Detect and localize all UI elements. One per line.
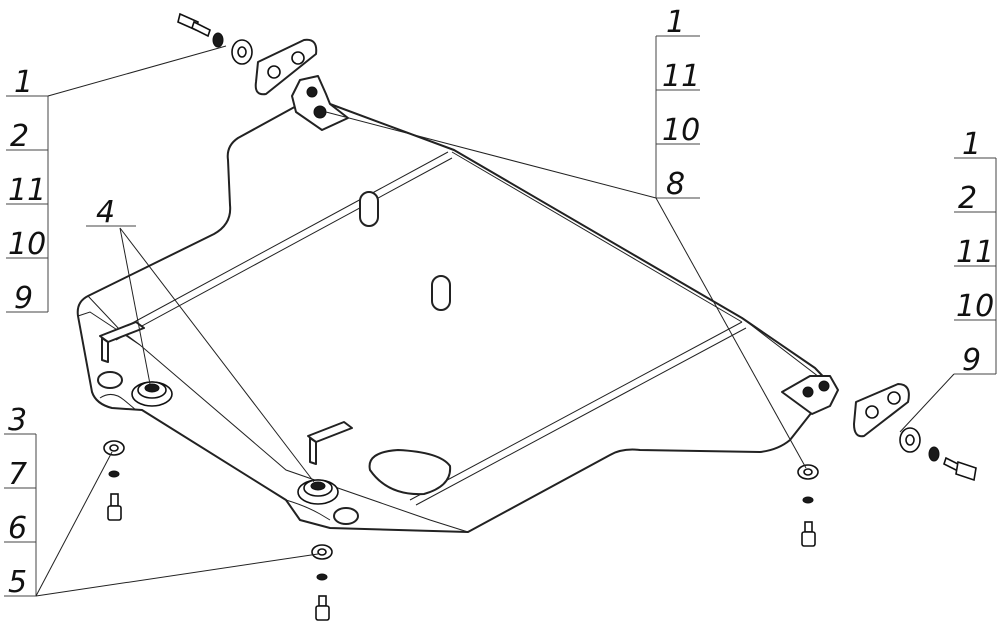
callout-label: 7 [8,457,27,492]
mounting-pad-left [131,381,173,407]
stiffener-rib-left [111,151,453,341]
plate-rear-lip [329,103,837,391]
callout-label: 4 [96,195,115,230]
bolt-bottom-right [801,521,816,547]
callout-label: 2 [958,181,977,216]
bolt-top-left [177,12,211,38]
stiffener-rib-rear [451,151,743,323]
callout-label: 1 [14,65,33,100]
callout-label: 10 [8,227,46,262]
lock-washer-bottom-right [802,496,814,504]
washer-right [899,427,921,453]
plate-outline [76,103,837,533]
front-tab-center [307,421,353,465]
mounting-pad-center [297,479,339,505]
lock-washer-bottom-left [108,470,120,478]
washer-top-left [231,39,253,65]
lock-washer-bottom-center [316,573,328,581]
leader-lines [35,45,955,597]
callout-label: 5 [8,565,27,600]
stiffener-rib-right [409,321,747,506]
lock-washer-right [928,446,940,462]
callout-pad-label: 4 [86,195,136,230]
skid-plate [76,103,837,533]
callout-column-top-right: 1 11 10 8 [655,5,700,202]
callout-label: 10 [662,113,700,148]
callout-label: 8 [666,167,685,202]
callout-label: 11 [956,235,994,270]
drain-hole [368,449,452,496]
callout-label: 9 [962,343,981,378]
slot-rear [359,191,379,227]
rear-ear-left [291,75,349,131]
callout-label: 10 [956,289,994,324]
callout-column-bottom-left: 3 7 6 5 [4,403,37,600]
front-tab-left [99,321,145,363]
hole-center-front [333,507,359,525]
callout-label: 1 [666,5,685,40]
washer-bottom-left [103,440,125,456]
bracket-right [853,383,910,438]
callout-column-right: 1 2 11 10 9 [954,127,997,378]
slot-center [431,275,451,311]
hole-left-front [97,371,123,389]
bolt-bottom-center [315,595,330,621]
bracket-top-left [254,38,318,96]
lock-washer-top-left [212,32,224,48]
rear-ear-right [781,375,839,415]
washer-bottom-right [797,464,819,480]
callout-label: 11 [662,59,700,94]
washer-bottom-center [311,544,333,560]
callout-label: 1 [962,127,981,162]
callout-label: 6 [8,511,27,546]
bolt-bottom-left [107,493,122,521]
bolt-right [943,456,977,482]
callout-label: 2 [10,119,29,154]
callout-column-top-left: 1 2 11 10 9 [6,65,49,316]
plate-front-lip [77,311,469,533]
callout-label: 9 [14,281,33,316]
callout-label: 3 [8,403,27,438]
callout-label: 11 [8,173,46,208]
